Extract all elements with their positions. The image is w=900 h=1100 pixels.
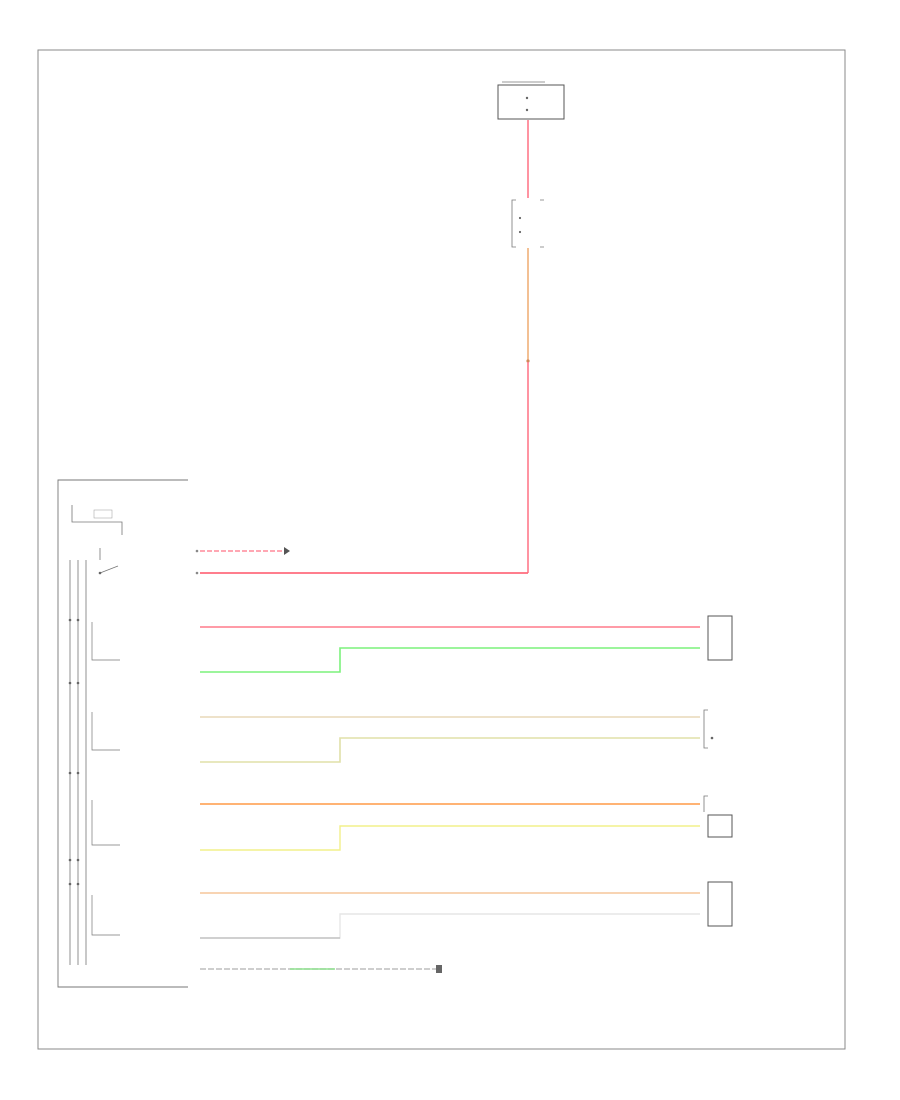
switch-group-1 [91,622,120,661]
splice-dot [526,359,530,363]
fuse-block [497,81,565,120]
connector-1 [707,615,733,661]
wire-row-8 [200,913,700,939]
switch-group-4 [91,895,120,936]
connector-2 [703,709,714,749]
connector-3 [703,795,733,838]
connector-4 [707,881,733,927]
splice-connector [511,199,544,248]
wire-row-6 [200,825,700,851]
switch-group-2 [91,712,120,751]
diagram-frame [37,49,846,1050]
ground-wire [200,965,442,973]
driver-module [57,479,188,988]
switch-group-3 [91,800,120,846]
wire-row-2 [200,647,700,673]
wire-row-4 [200,737,700,763]
ground-terminal [436,965,442,973]
feed-wires [195,547,528,575]
